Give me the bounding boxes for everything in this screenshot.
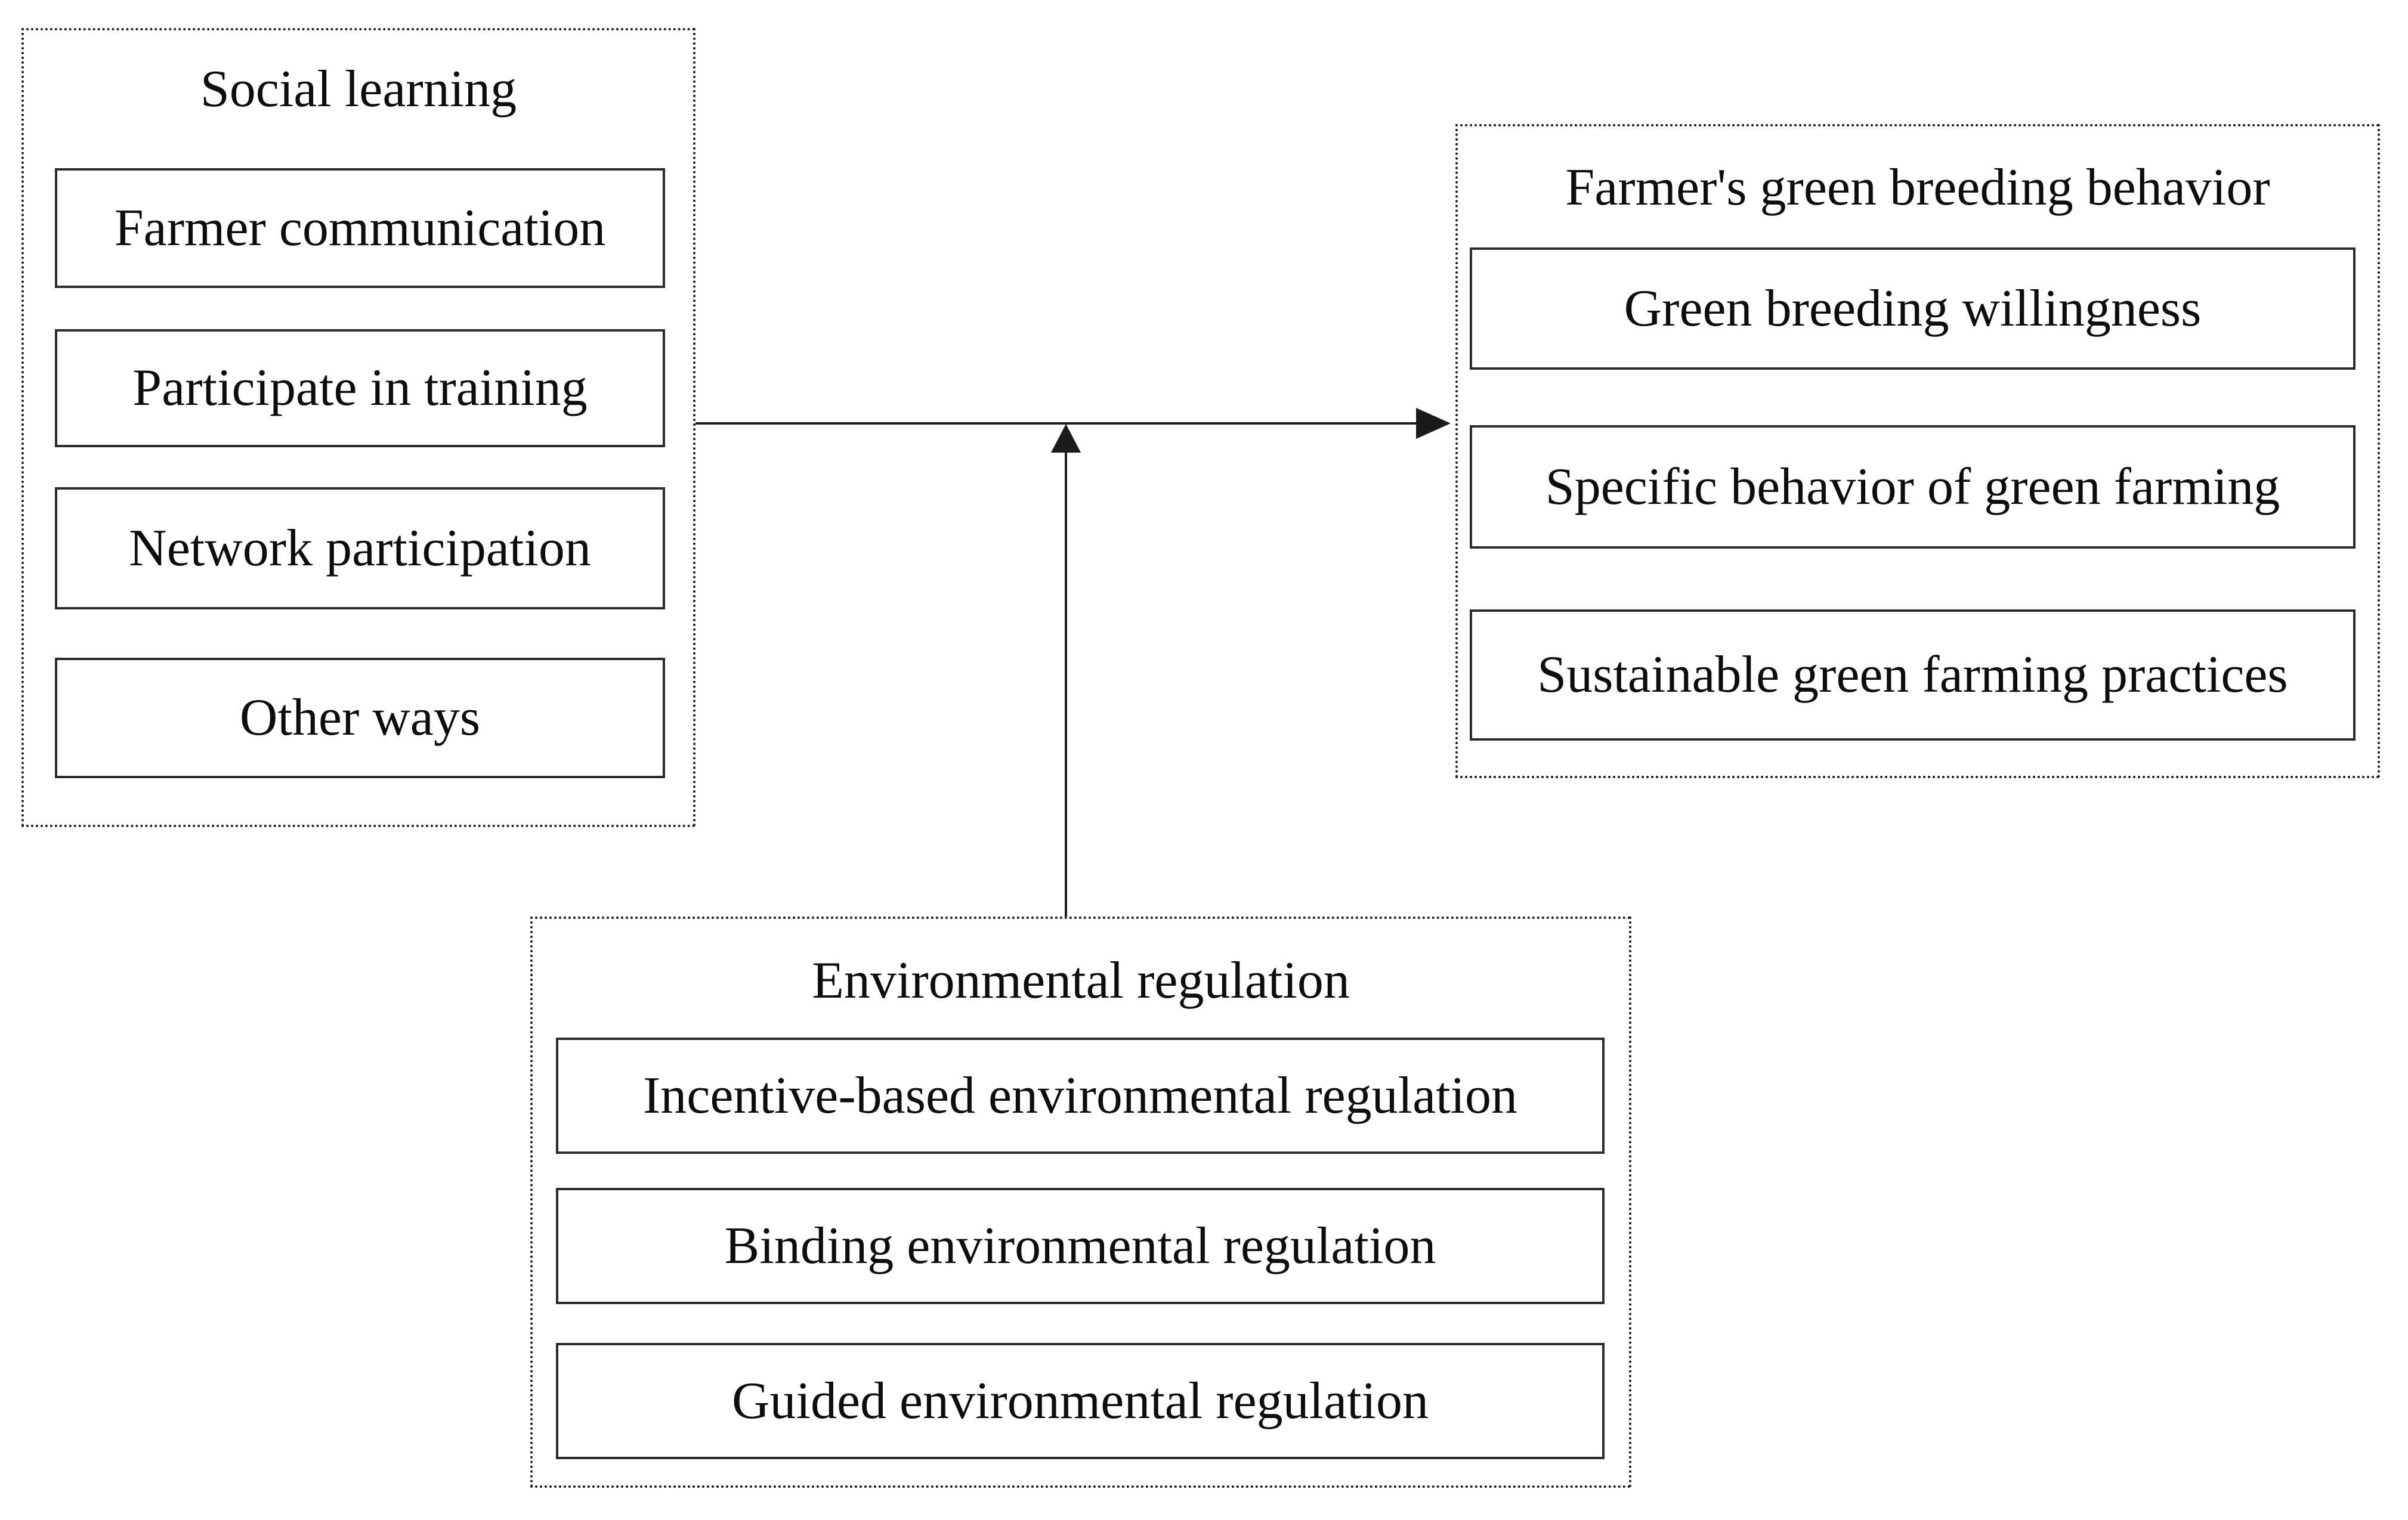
green-breeding-behavior-title: Farmer's green breeding behavior [1565, 159, 2270, 216]
item-sustainable-green-farming-practices: Sustainable green farming practices [1470, 609, 2356, 741]
arrow-social-to-behavior-line [695, 422, 1416, 425]
item-incentive-based-environmental-regulation: Incentive-based environmental regulation [556, 1038, 1605, 1154]
item-participate-in-training: Participate in training [55, 329, 665, 447]
arrow-regulation-moderation-line [1065, 451, 1067, 917]
item-guided-environmental-regulation: Guided environmental regulation [556, 1343, 1605, 1459]
item-green-breeding-willingness: Green breeding willingness [1470, 247, 2356, 370]
social-learning-title: Social learning [200, 60, 517, 118]
item-network-participation: Network participation [55, 487, 665, 609]
social-learning-group: Social learning Farmer communication Par… [21, 28, 695, 827]
arrowhead-up-icon [1051, 424, 1081, 453]
item-farmer-communication: Farmer communication [55, 168, 665, 288]
environmental-regulation-title: Environmental regulation [812, 952, 1350, 1010]
item-specific-behavior-green-farming: Specific behavior of green farming [1470, 425, 2356, 549]
environmental-regulation-group: Environmental regulation Incentive-based… [530, 917, 1631, 1488]
arrowhead-right-icon [1416, 408, 1451, 439]
green-breeding-behavior-group: Farmer's green breeding behavior Green b… [1455, 124, 2380, 778]
item-other-ways: Other ways [55, 658, 665, 778]
item-binding-environmental-regulation: Binding environmental regulation [556, 1188, 1605, 1304]
